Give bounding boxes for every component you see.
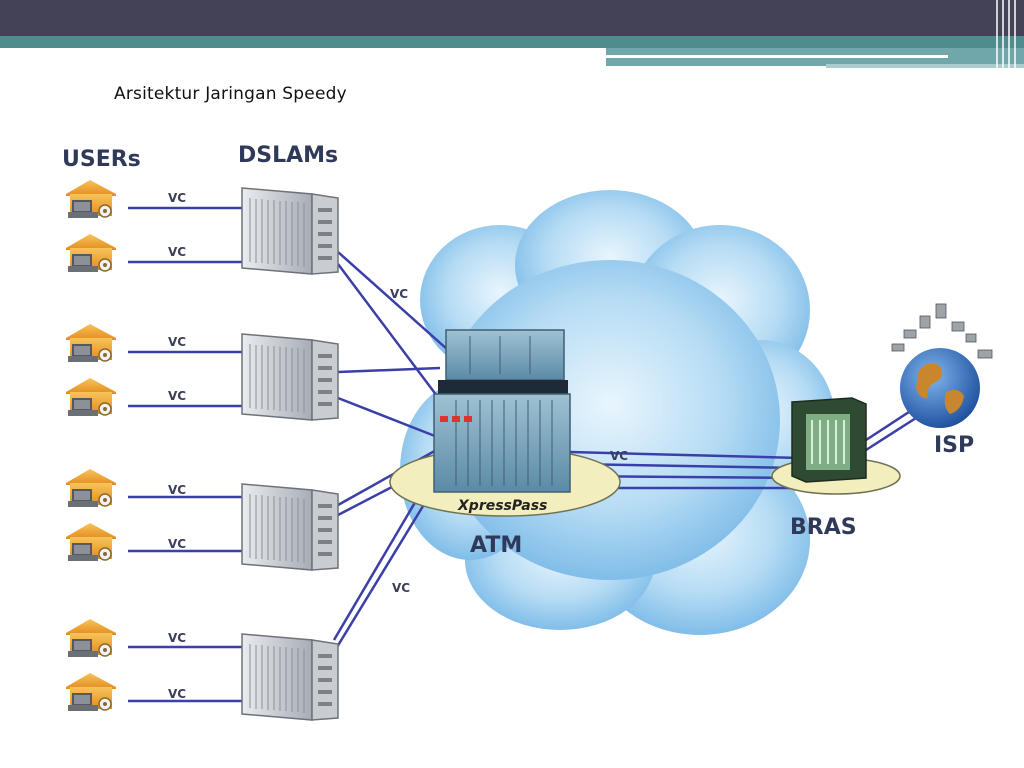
vc-label: VC <box>168 631 186 645</box>
isp-globe-icon <box>891 303 993 428</box>
vc-label: VC <box>168 483 186 497</box>
bras-isp-links <box>865 408 917 452</box>
user-house-icon <box>65 522 117 562</box>
user-house-icons <box>65 179 117 712</box>
vc-label: VC <box>168 335 186 349</box>
user-house-icon <box>65 179 117 219</box>
vc-label: VC <box>610 449 628 463</box>
bras-label: BRAS <box>790 515 857 540</box>
dslam-icon <box>241 187 339 275</box>
vc-label: VC <box>168 537 186 551</box>
slide-accent-line <box>606 55 948 58</box>
users-column-label: USERs <box>62 147 141 172</box>
vc-label: VC <box>168 191 186 205</box>
vc-label: VC <box>168 389 186 403</box>
slide-accent-bar <box>0 36 1024 48</box>
dslam-icon <box>241 333 339 421</box>
vc-label: VC <box>168 245 186 259</box>
user-house-icon <box>65 233 117 273</box>
user-house-icon <box>65 323 117 363</box>
isp-label: ISP <box>934 433 974 458</box>
atm-bras-links <box>569 450 801 490</box>
slide-header-bar <box>0 0 1024 36</box>
slide-title: Arsitektur Jaringan Speedy <box>114 84 347 104</box>
dslams-column-label: DSLAMs <box>238 143 338 168</box>
bras-router-icon <box>771 397 901 495</box>
user-house-icon <box>65 377 117 417</box>
slide-corner-decoration <box>992 0 1024 68</box>
atm-switch-icon: XpressPass <box>389 329 621 517</box>
atm-label: ATM <box>470 533 522 558</box>
dslam-icon <box>241 633 339 721</box>
user-house-icon <box>65 672 117 712</box>
dslam-icon <box>241 483 339 571</box>
user-house-icon <box>65 468 117 508</box>
slide-accent-line-lower <box>826 64 1024 68</box>
dslam-icons <box>241 187 339 721</box>
user-house-icon <box>65 618 117 658</box>
vc-label: VC <box>390 287 408 301</box>
user-dslam-links <box>128 206 244 703</box>
vc-label: VC <box>168 687 186 701</box>
vc-label: VC <box>392 581 410 595</box>
atm-brand-label: XpressPass <box>457 498 547 514</box>
